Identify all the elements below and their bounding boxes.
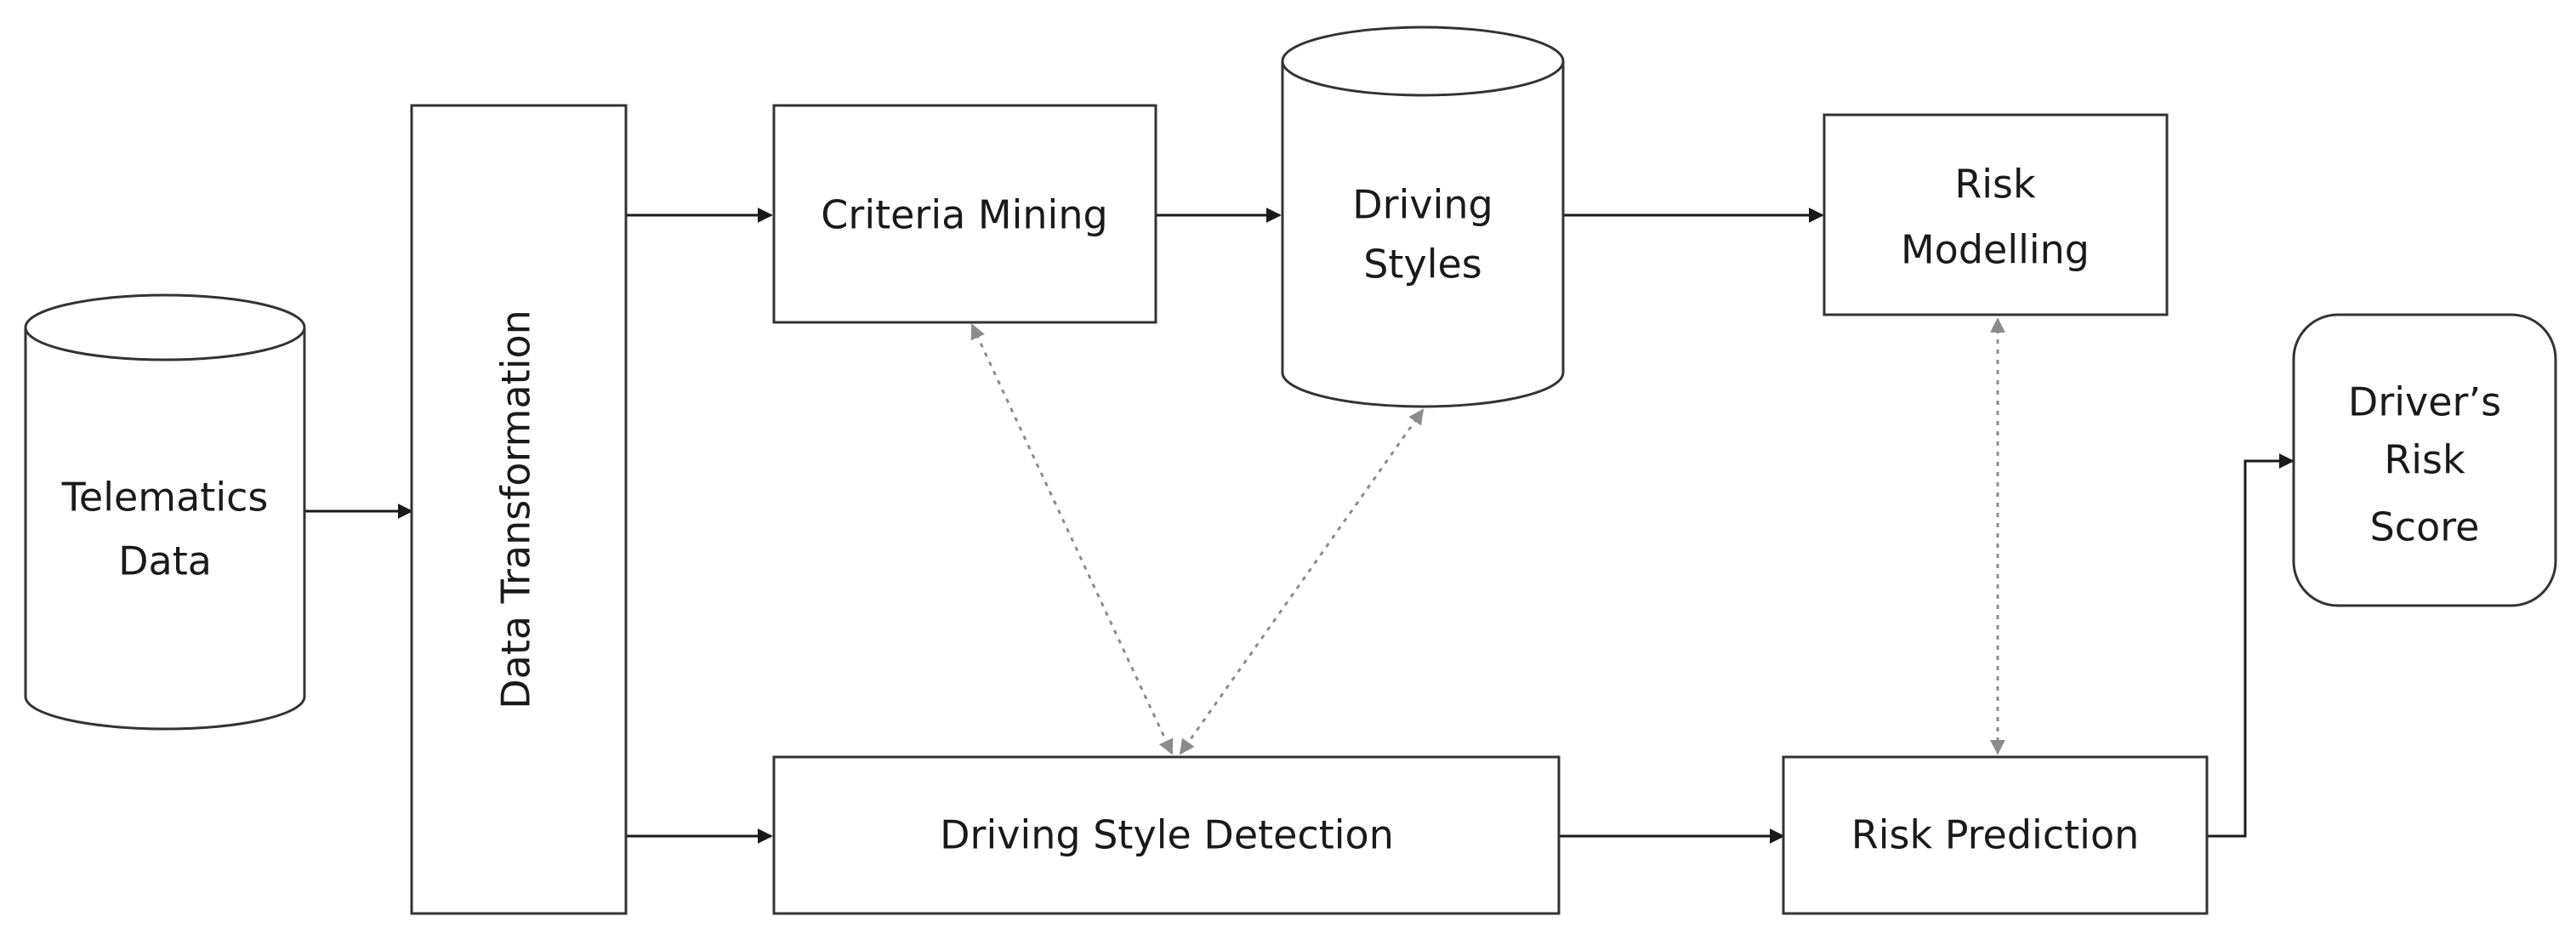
criteria-mining-label: Criteria Mining [821, 192, 1107, 238]
telematics-data-label-line1: Telematics [61, 475, 269, 521]
edge-risk-prediction-to-risk-score [2207, 453, 2295, 838]
risk-modelling-label-line1: Risk [1954, 162, 2036, 208]
drivers-risk-score-label-line3: Score [2370, 504, 2480, 550]
node-risk-prediction: Risk Prediction [1782, 755, 2209, 915]
driving-style-detection-label: Driving Style Detection [940, 812, 1394, 858]
node-driving-style-detection: Driving Style Detection [772, 755, 1561, 915]
edges [304, 208, 2295, 844]
driving-styles-label-line1: Driving [1352, 182, 1493, 228]
node-risk-modelling: Risk Modelling [1823, 113, 2169, 316]
node-criteria-mining: Criteria Mining [772, 104, 1157, 324]
risk-modelling-label-line2: Modelling [1901, 227, 2090, 273]
edge-criteria-mining-style-detection-dotted [970, 323, 1174, 755]
drivers-risk-score-label-line1: Driver’s [2348, 379, 2501, 425]
node-driving-styles: Driving Styles [1281, 26, 1565, 408]
telematics-data-label-line2: Data [118, 538, 212, 584]
node-telematics-data: Telematics Data [24, 293, 306, 731]
data-transformation-label: Data Transformation [493, 310, 539, 709]
drivers-risk-score-label-line2: Risk [2384, 437, 2465, 483]
driving-styles-label-line2: Styles [1363, 242, 1482, 287]
risk-prediction-label: Risk Prediction [1851, 812, 2140, 858]
node-drivers-risk-score: Driver’s Risk Score [2292, 313, 2557, 607]
node-data-transformation: Data Transformation [410, 104, 628, 915]
edge-driving-styles-style-detection-dotted [1179, 408, 1424, 755]
